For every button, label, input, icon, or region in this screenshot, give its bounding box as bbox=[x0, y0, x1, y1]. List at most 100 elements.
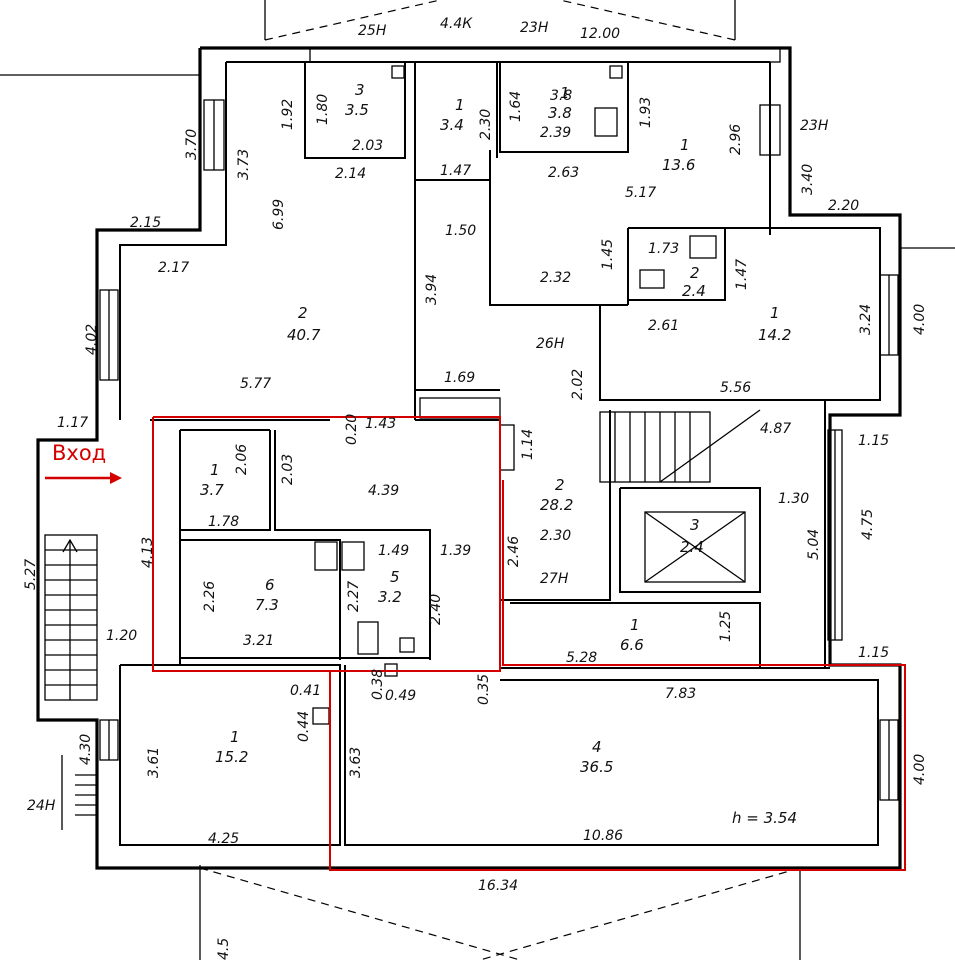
room-area: 3.5 bbox=[345, 101, 369, 119]
dimension-label: 1.64 bbox=[508, 91, 524, 122]
room-number: 1 bbox=[230, 728, 240, 746]
dimension-label: 1.20 bbox=[106, 628, 137, 644]
room-area: 2.4 bbox=[680, 538, 704, 556]
dimension-label: 23Н bbox=[520, 20, 549, 36]
dimension-label: 25Н bbox=[358, 23, 387, 39]
dimension-label: 0.44 bbox=[296, 711, 312, 742]
dimension-label: 4.00 bbox=[912, 304, 928, 335]
dimension-label: 1.43 bbox=[365, 416, 396, 432]
dimension-label: 4.25 bbox=[208, 831, 239, 847]
dimension-label: 1.49 bbox=[378, 543, 409, 559]
dimension-label: 2.15 bbox=[130, 215, 161, 231]
dimension-label: 1.15 bbox=[858, 433, 889, 449]
dimension-label: 3.61 bbox=[146, 747, 162, 778]
room-labels: 3 3.5 1 3.4 1 3.8 1 13.6 2 40.7 2 2.4 1 … bbox=[200, 81, 791, 776]
dimension-label: 3.40 bbox=[800, 164, 816, 195]
dimension-label: 10.86 bbox=[583, 828, 623, 844]
windows bbox=[99, 47, 899, 801]
room-area: 13.6 bbox=[662, 156, 695, 174]
dimension-label: 3.73 bbox=[236, 149, 252, 180]
dimension-label: 3.94 bbox=[424, 274, 440, 305]
dimension-label: 2.26 bbox=[202, 581, 218, 612]
dimension-label: 2.30 bbox=[540, 528, 571, 544]
room-number: 1 bbox=[560, 84, 570, 102]
dimension-label: 1.93 bbox=[638, 97, 654, 128]
room-area: 3.7 bbox=[200, 481, 224, 499]
dimension-label: 16.34 bbox=[478, 878, 518, 894]
fixtures bbox=[312, 65, 717, 725]
dimension-label: 1.15 bbox=[858, 645, 889, 661]
dimension-label: 1.50 bbox=[445, 223, 476, 239]
dimension-label: 23Н bbox=[800, 118, 829, 134]
dimension-label: 0.41 bbox=[290, 683, 321, 699]
dimension-label: 1.14 bbox=[520, 429, 536, 460]
dimension-label: 26Н bbox=[536, 336, 565, 352]
dimension-label: 1.92 bbox=[280, 99, 296, 130]
dimension-label: 4.4К bbox=[440, 16, 473, 32]
dimension-label: 4.75 bbox=[860, 509, 876, 540]
highlight-upper bbox=[152, 416, 501, 672]
dimension-label: 4.02 bbox=[84, 324, 100, 355]
room-number: 2 bbox=[555, 476, 565, 494]
room-number: 4 bbox=[592, 738, 602, 756]
dimension-label: 5.04 bbox=[806, 529, 822, 560]
dimension-label: 12.00 bbox=[580, 26, 620, 42]
dimension-label: 5.17 bbox=[625, 185, 656, 201]
dimension-label: 7.83 bbox=[665, 686, 696, 702]
dimension-label: 4.30 bbox=[78, 734, 94, 765]
dimension-label: 2.02 bbox=[570, 369, 586, 400]
room-number: 1 bbox=[455, 96, 465, 114]
dimension-label: 0.38 bbox=[370, 669, 386, 700]
dimension-label: 5.77 bbox=[240, 376, 271, 392]
room-number: 5 bbox=[390, 568, 400, 586]
dimension-label: 2.61 bbox=[648, 318, 679, 334]
dimension-label: 3.70 bbox=[184, 129, 200, 160]
dimension-label: 0.35 bbox=[476, 674, 492, 705]
room-number: 6 bbox=[265, 576, 275, 594]
room-area: 3.8 bbox=[548, 104, 572, 122]
dimension-label: 3.21 bbox=[243, 633, 274, 649]
dimension-label: 3.24 bbox=[858, 304, 874, 335]
dimension-label: 3.63 bbox=[348, 747, 364, 778]
dimension-label: 1.47 bbox=[734, 259, 750, 290]
dimension-label: 2.96 bbox=[728, 124, 744, 155]
dimension-label: 2.27 bbox=[346, 581, 362, 612]
dimension-label: 2.40 bbox=[428, 594, 444, 625]
dimension-label: 2.46 bbox=[506, 536, 522, 567]
dimension-label: 1.17 bbox=[57, 415, 88, 431]
dimension-label: 4.13 bbox=[140, 537, 156, 568]
dimension-label: 2.03 bbox=[352, 138, 383, 154]
dimension-label: 2.32 bbox=[540, 270, 571, 286]
dimension-labels: 25Н 4.4К 23Н 12.00 1.80 1.92 1.64 3.8 1.… bbox=[23, 16, 928, 960]
dimension-label: 5.28 bbox=[566, 650, 597, 666]
dimension-label: 2.20 bbox=[828, 198, 859, 214]
dimension-label: 2.63 bbox=[548, 165, 579, 181]
room-area: 7.3 bbox=[255, 596, 279, 614]
dimension-label: 2.14 bbox=[335, 166, 366, 182]
dimension-label: 2.17 bbox=[158, 260, 189, 276]
room-number: 2 bbox=[690, 264, 700, 282]
room-area: 6.6 bbox=[620, 636, 644, 654]
room-number: 1 bbox=[680, 136, 690, 154]
dimension-label: 1.73 bbox=[648, 241, 679, 257]
room-area: 2.4 bbox=[682, 282, 706, 300]
dimension-label: 24Н bbox=[27, 798, 56, 814]
entrance-label: Вход bbox=[52, 441, 107, 465]
room-number: 1 bbox=[630, 616, 640, 634]
highlight-area bbox=[152, 416, 906, 871]
dimension-label: 1.45 bbox=[600, 239, 616, 270]
room-number: 3 bbox=[690, 516, 700, 534]
dimension-label: 27Н bbox=[540, 571, 569, 587]
dimension-label: 1.47 bbox=[440, 163, 471, 179]
dimension-label: 0.20 bbox=[344, 414, 360, 445]
room-number: 3 bbox=[355, 81, 365, 99]
dimension-label: 1.80 bbox=[315, 94, 331, 125]
dimension-label: 2.39 bbox=[540, 125, 571, 141]
dimension-label: 4.00 bbox=[912, 754, 928, 785]
room-area: 28.2 bbox=[540, 496, 573, 514]
dimension-label: 5.56 bbox=[720, 380, 751, 396]
room-area: 3.2 bbox=[378, 588, 402, 606]
room-number: 1 bbox=[210, 461, 220, 479]
room-area: 14.2 bbox=[758, 326, 791, 344]
dimension-label: 2.03 bbox=[280, 454, 296, 485]
